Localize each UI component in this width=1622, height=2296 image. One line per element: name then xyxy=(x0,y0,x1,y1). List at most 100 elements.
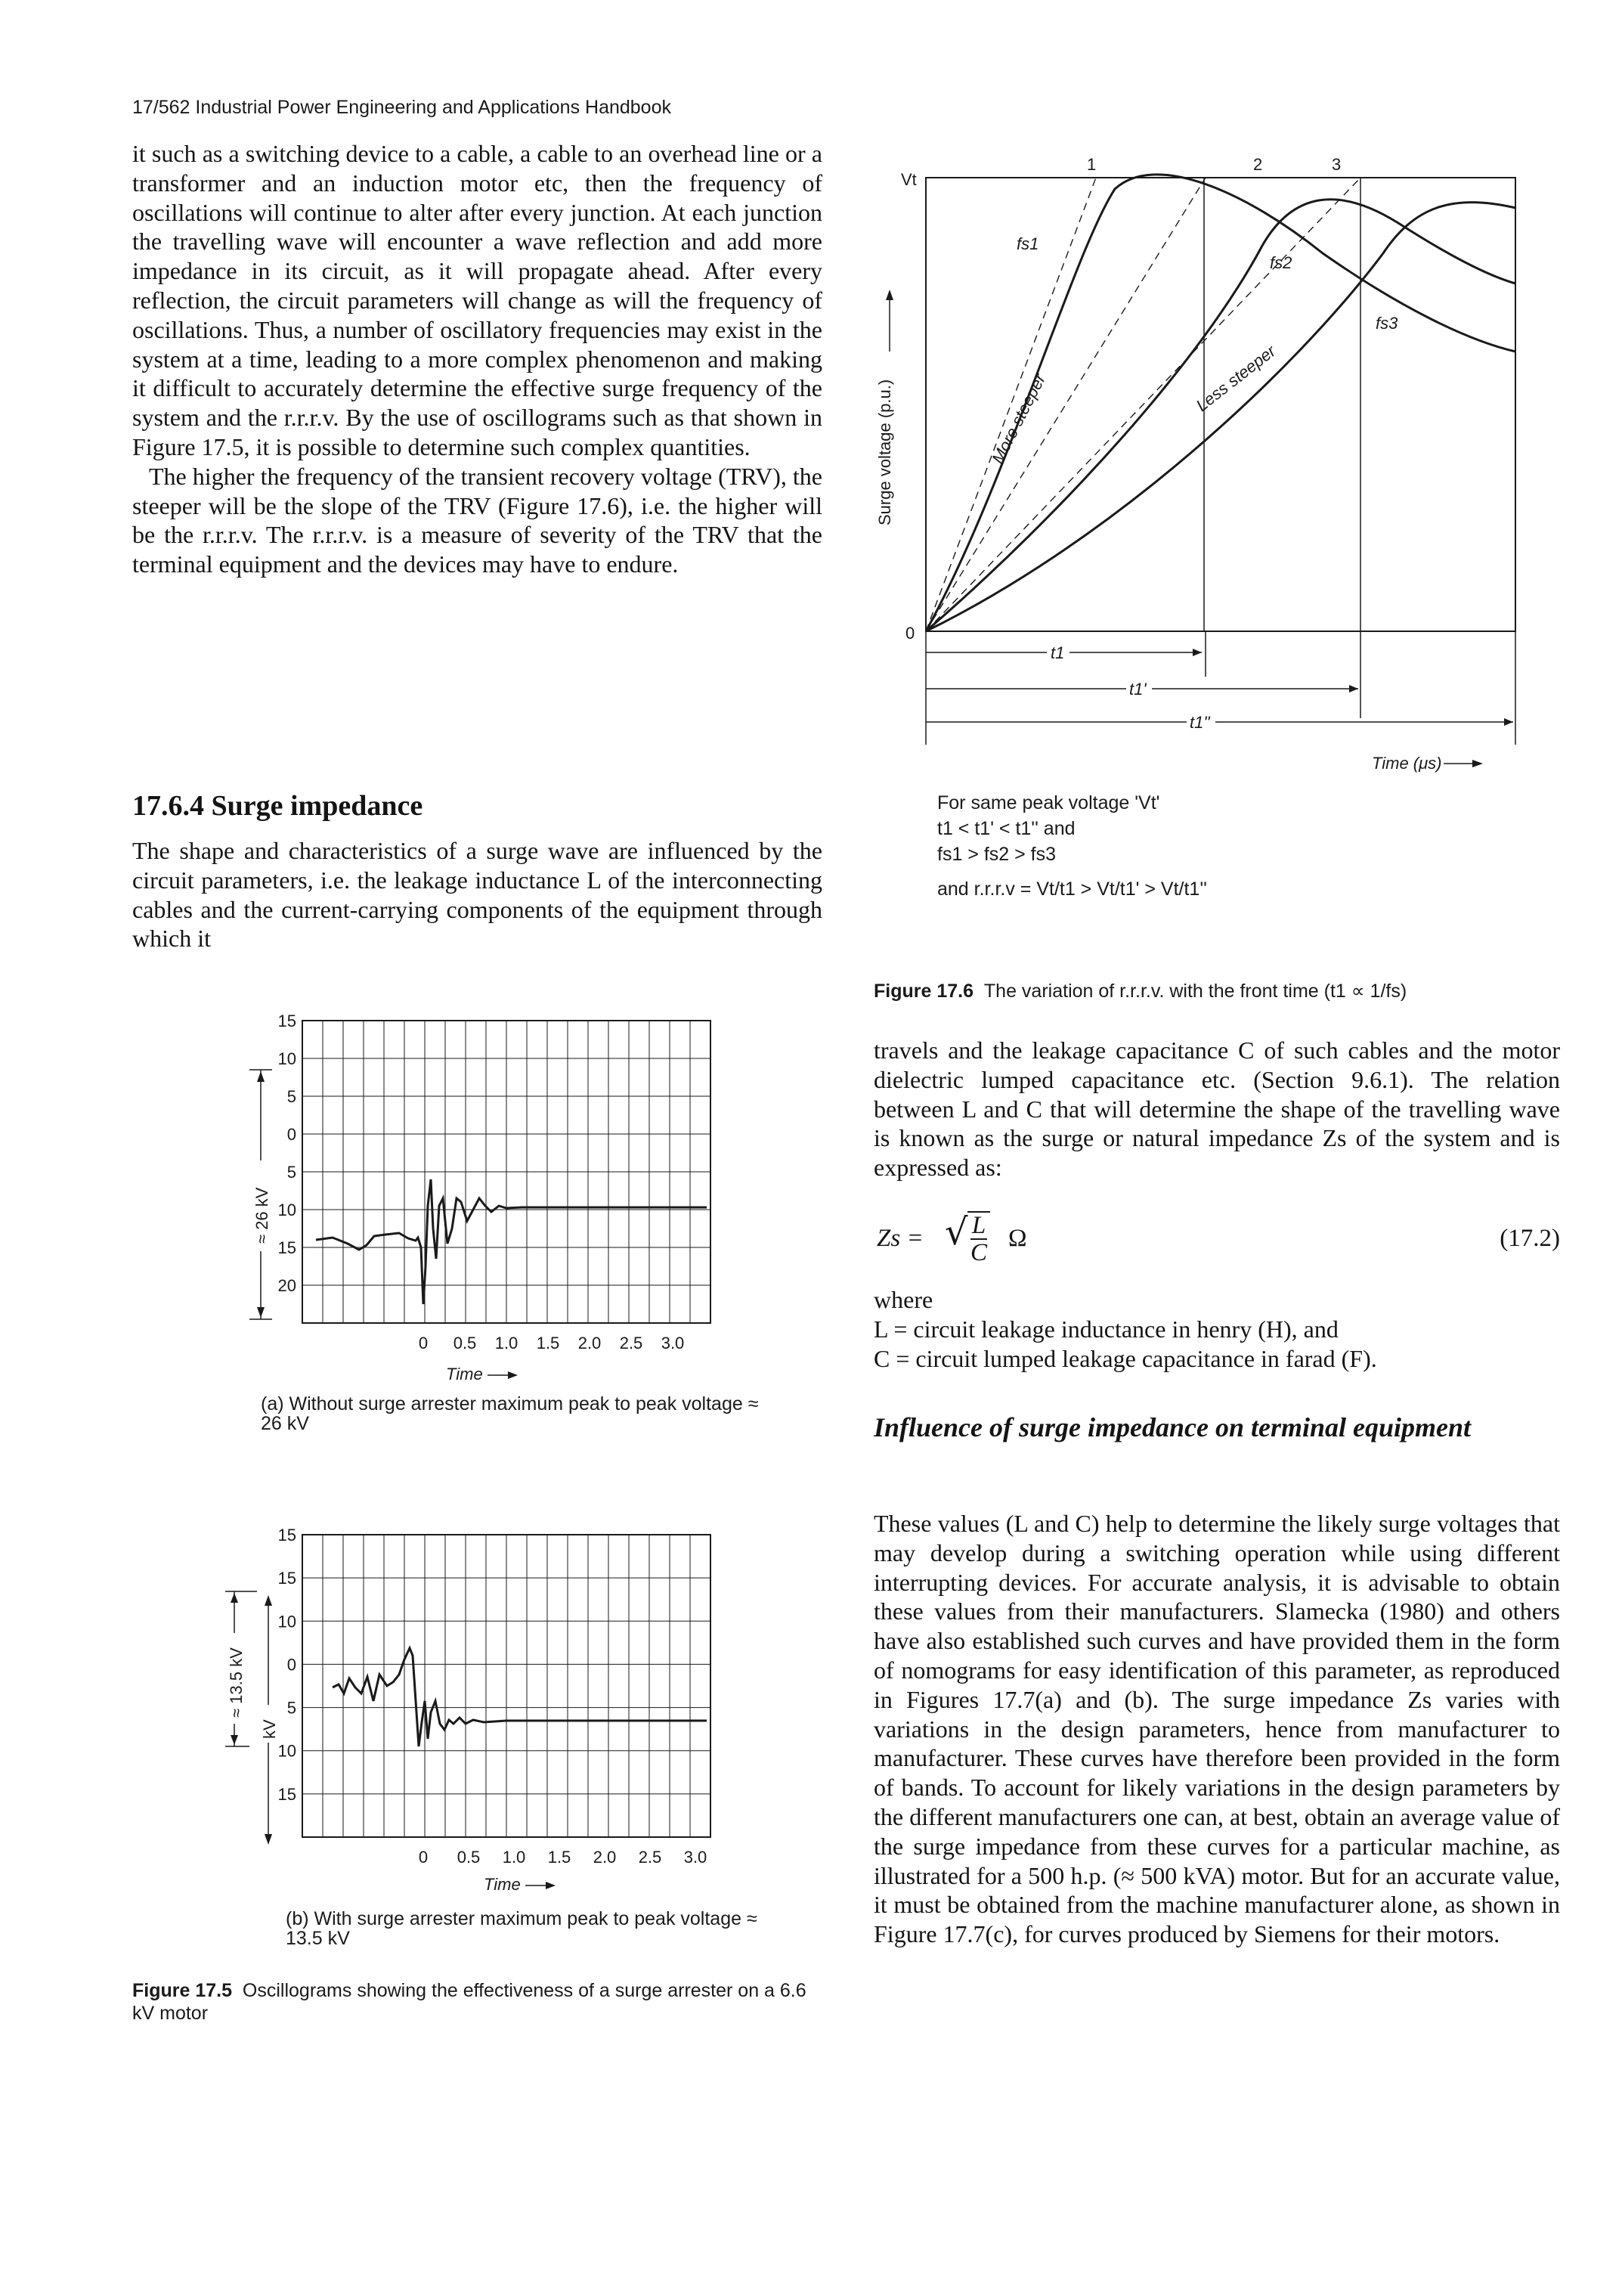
curve-3 xyxy=(925,201,1516,633)
arrowhead xyxy=(1193,649,1202,656)
figure-17-6-chart: t1 t1' t1'' Vt 0 Surge voltage (p.u.) 1 … xyxy=(875,155,1516,773)
side-label: ≈ 13.5 kV xyxy=(227,1647,246,1718)
running-header: 17/562 Industrial Power Engineering and … xyxy=(132,97,671,118)
fraction-numerator: L xyxy=(970,1212,988,1240)
waveform xyxy=(332,1645,707,1747)
t1-label: t1 xyxy=(1051,643,1064,662)
caption-text: Oscillograms showing the effectiveness o… xyxy=(132,1980,806,2024)
y-tick-label: 0 xyxy=(287,1125,296,1144)
arrowhead xyxy=(886,290,893,300)
figure-17-5a-caption: (a) Without surge arrester maximum peak … xyxy=(261,1393,759,1434)
x-tick-label: 0 xyxy=(419,1848,428,1867)
equation-lhs: Zs = xyxy=(877,1225,924,1252)
x-axis-label: Time xyxy=(446,1365,483,1383)
curve-number-3: 3 xyxy=(1332,155,1341,174)
fraction-denominator: C xyxy=(970,1239,988,1266)
side-label: ≈ 26 kV xyxy=(252,1187,271,1244)
sqrt-sign: √ xyxy=(945,1211,968,1253)
paragraph: travels and the leakage capacitance C of… xyxy=(874,1036,1560,1182)
section-text-left: The shape and characteristics of a surge… xyxy=(132,836,822,953)
x-tick-label: 1.5 xyxy=(537,1334,560,1353)
fraction: L C xyxy=(967,1211,991,1266)
arrowhead xyxy=(1504,718,1513,726)
vt-label: Vt xyxy=(901,170,917,189)
section-text-right: travels and the leakage capacitance C of… xyxy=(874,1036,1560,1182)
x-axis-label: Time xyxy=(484,1875,521,1894)
y-tick-label: 10 xyxy=(278,1049,296,1068)
x-tick-label: 2.0 xyxy=(578,1334,602,1353)
tangent-1 xyxy=(925,177,1097,632)
arrowhead xyxy=(1472,760,1483,767)
left-top-text: it such as a switching device to a cable… xyxy=(132,139,822,579)
x-tick-label: 1.5 xyxy=(548,1848,571,1867)
caption-text: The variation of r.r.r.v. with the front… xyxy=(983,981,1407,1002)
definitions: where L = circuit leakage inductance in … xyxy=(874,1285,1560,1373)
grid xyxy=(302,1021,710,1323)
kv-label: kV xyxy=(260,1719,279,1739)
figure-17-5b-oscillogram: 15 15 10 0 5 10 15 0 0.5 1.0 1.5 2.0 2.5 3.0 ≈ 13.5 k… xyxy=(222,1526,711,1894)
fs3-label: fs3 xyxy=(1376,314,1398,333)
y-tick-label: 10 xyxy=(278,1742,296,1761)
plot-frame xyxy=(302,1534,711,1838)
fs1-label: fs1 xyxy=(1017,234,1039,253)
grid xyxy=(302,1535,710,1837)
paragraph: The shape and characteristics of a surge… xyxy=(132,837,822,953)
y-axis-label: Surge voltage (p.u.) xyxy=(875,380,894,525)
y-tick-label: 20 xyxy=(278,1276,296,1295)
curve-1 xyxy=(924,173,1516,632)
y-tick-label: 5 xyxy=(287,1699,296,1718)
x-tick-label: 0.5 xyxy=(457,1848,481,1867)
curve-number-2: 2 xyxy=(1253,155,1262,174)
fs2-label: fs2 xyxy=(1270,253,1292,272)
note: and r.r.r.v = Vt/t1 > Vt/t1' > Vt/t1'' xyxy=(937,878,1207,900)
y-tick-label: 5 xyxy=(287,1087,296,1106)
definition: C = circuit lumped leakage capacitance i… xyxy=(874,1344,1377,1372)
y-tick-label: 15 xyxy=(278,1526,296,1545)
curve-2 xyxy=(925,198,1516,633)
note: t1 < t1' < t1'' and xyxy=(937,818,1076,839)
y-tick-label: 10 xyxy=(278,1201,296,1219)
x-tick-label: 1.0 xyxy=(495,1334,518,1353)
y-tick-label: 10 xyxy=(278,1612,296,1631)
x-tick-label: 3.0 xyxy=(684,1848,707,1867)
subsection-title: Influence of surge impedance on terminal… xyxy=(874,1412,1472,1442)
equation-17-2: Zs = √ L C Ω (17.2) xyxy=(874,1210,1560,1266)
y-tick-label: 15 xyxy=(278,1238,296,1257)
paragraph: it such as a switching device to a cable… xyxy=(132,140,822,460)
x-tick-label: 2.0 xyxy=(593,1848,617,1867)
t1p-label: t1' xyxy=(1129,680,1147,699)
section-title: 17.6.4 Surge impedance xyxy=(132,790,423,822)
arrowhead xyxy=(1349,685,1358,693)
equation-number: (17.2) xyxy=(1500,1225,1560,1252)
caption-number: Figure 17.6 xyxy=(874,981,974,1002)
x-tick-label: 0 xyxy=(419,1334,428,1353)
x-tick-label: 2.5 xyxy=(620,1334,643,1353)
y-tick-label: 15 xyxy=(278,1785,296,1804)
paragraph: These values (L and C) help to determine… xyxy=(874,1510,1560,1948)
x-tick-label: 2.5 xyxy=(639,1848,662,1867)
note: For same peak voltage 'Vt' xyxy=(937,792,1160,813)
y-tick-label: 15 xyxy=(278,1569,296,1588)
x-axis-label: Time (μs) xyxy=(1372,754,1442,773)
subsection-text: These values (L and C) help to determine… xyxy=(874,1509,1560,1949)
note: fs1 > fs2 > fs3 xyxy=(937,844,1057,865)
zero-label: 0 xyxy=(905,624,915,643)
figure-17-5-caption: Figure 17.5 Oscillograms showing the eff… xyxy=(132,1979,828,2025)
paragraph: The higher the frequency of the transien… xyxy=(132,462,822,578)
t1pp-label: t1'' xyxy=(1190,713,1211,732)
y-tick-label: 15 xyxy=(278,1012,296,1030)
figure-17-6-caption: Figure 17.6 The variation of r.r.r.v. wi… xyxy=(874,980,1577,1002)
definition: L = circuit leakage inductance in henry … xyxy=(874,1315,1339,1343)
figure-17-5b-caption: (b) With surge arrester maximum peak to … xyxy=(286,1908,757,1949)
tangent-2 xyxy=(925,177,1206,632)
curve-number-1: 1 xyxy=(1087,155,1096,174)
plot-frame xyxy=(302,1020,711,1324)
figure-17-6-notes: For same peak voltage 'Vt' t1 < t1' < t1… xyxy=(937,790,1466,902)
tangent-3 xyxy=(925,177,1361,632)
plot-frame xyxy=(925,177,1516,632)
y-tick-label: 0 xyxy=(287,1655,296,1674)
equation-unit: Ω xyxy=(1008,1225,1027,1252)
waveform xyxy=(315,1179,707,1305)
x-tick-label: 1.0 xyxy=(503,1848,526,1867)
